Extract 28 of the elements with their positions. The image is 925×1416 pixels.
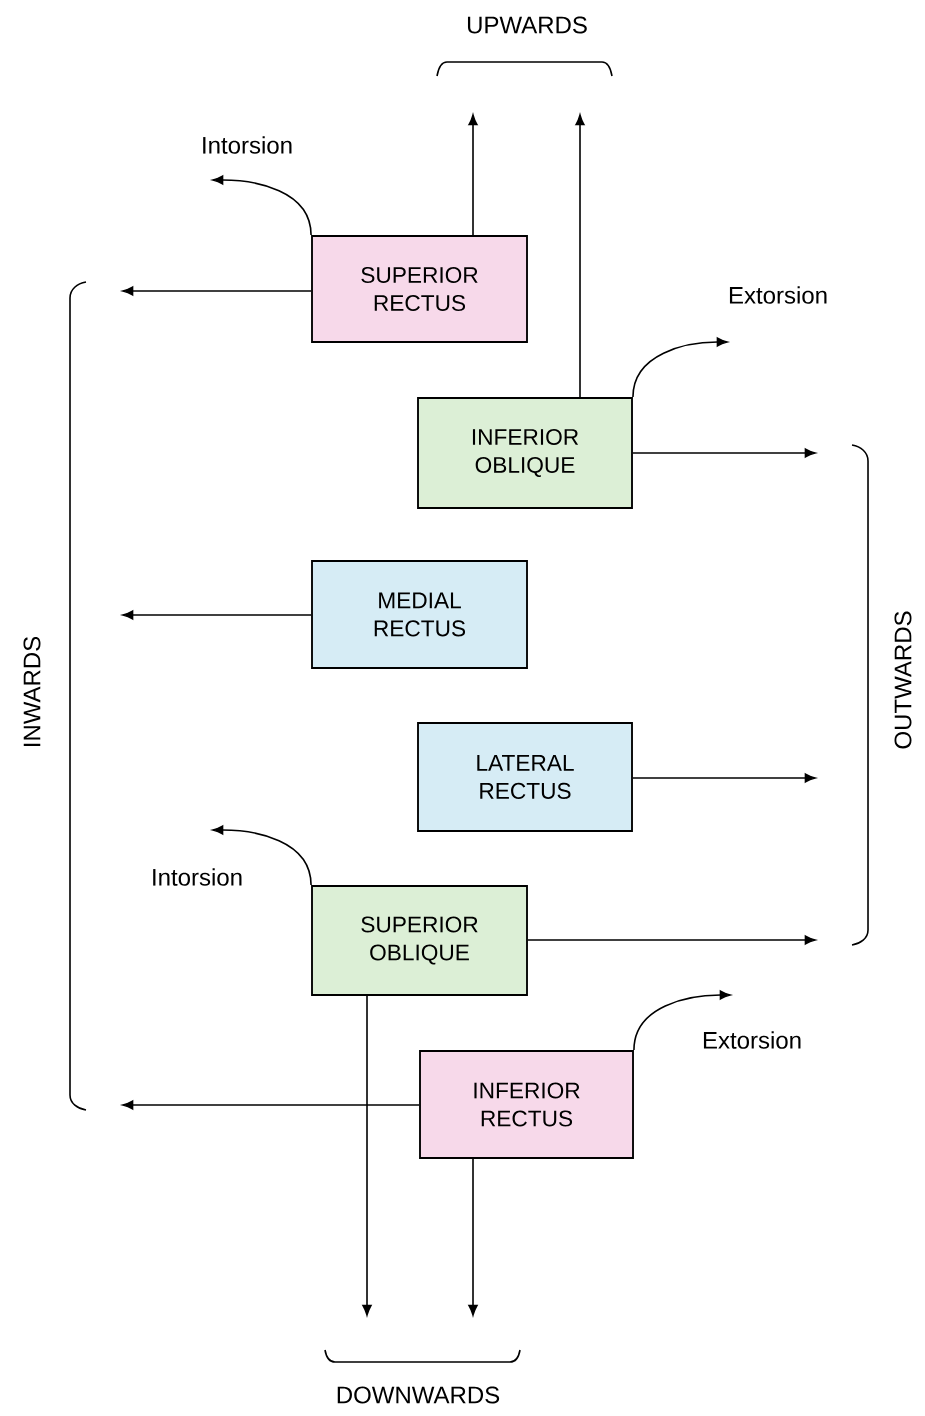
arrow — [575, 114, 585, 398]
direction-label: Extorsion — [729, 286, 827, 304]
muscle-box: SUPERIOR OBLIQUE — [311, 885, 528, 996]
arrow — [468, 114, 478, 236]
muscle-box: INFERIOR OBLIQUE — [417, 397, 633, 509]
arrow — [468, 1158, 478, 1316]
arrow — [527, 935, 816, 945]
direction-label: Intorsion — [153, 868, 242, 886]
arrow — [362, 995, 372, 1316]
direction-label: OUTWARDS — [894, 611, 912, 749]
arrow — [633, 990, 731, 1051]
arrow — [632, 773, 816, 783]
arrow — [632, 448, 816, 458]
muscle-box: INFERIOR RECTUS — [419, 1050, 634, 1159]
arrow — [122, 610, 312, 620]
muscle-box: LATERAL RECTUS — [417, 722, 633, 832]
muscle-box: SUPERIOR RECTUS — [311, 235, 528, 343]
arrow — [212, 825, 312, 886]
direction-label: Extorsion — [703, 1031, 801, 1049]
arrow — [212, 175, 312, 236]
arrow — [632, 337, 728, 398]
direction-label: Intorsion — [203, 136, 292, 154]
arrow — [122, 1100, 420, 1110]
direction-label: UPWARDS — [467, 16, 587, 34]
direction-label: INWARDS — [23, 636, 41, 746]
arrow — [122, 286, 312, 296]
direction-label: DOWNWARDS — [337, 1386, 500, 1404]
muscle-box: MEDIAL RECTUS — [311, 560, 528, 669]
